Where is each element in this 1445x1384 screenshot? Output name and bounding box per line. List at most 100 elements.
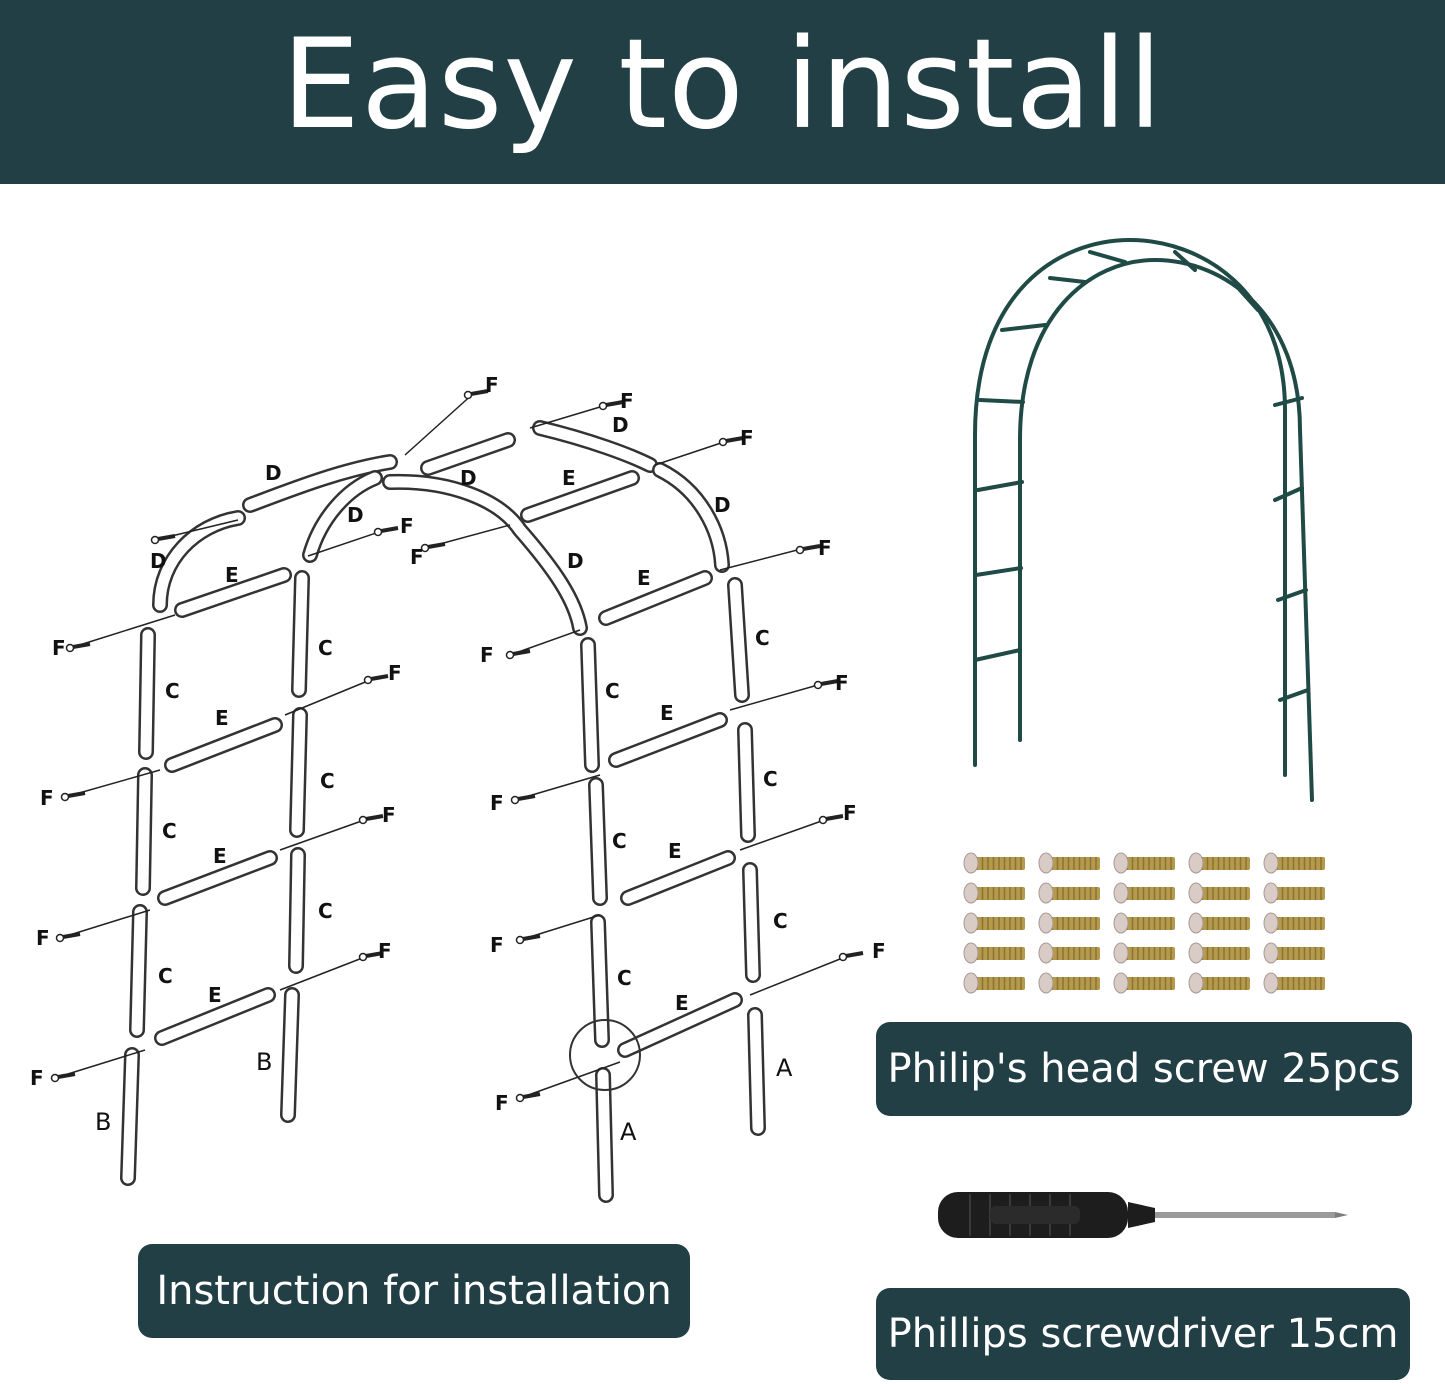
part-label-f: F: [388, 661, 402, 685]
part-label-c: C: [773, 909, 788, 933]
arch-segment-d: [532, 420, 658, 473]
part-label-f: F: [740, 426, 754, 450]
crossbar-e: [598, 570, 713, 626]
crossbar-e: [154, 987, 276, 1046]
part-label-c: C: [162, 819, 177, 843]
screw-icon: [1263, 942, 1325, 964]
part-label-f: F: [490, 791, 504, 815]
tube-c: [289, 707, 308, 838]
screw-icon: [373, 526, 399, 537]
arch-segment-d: [242, 454, 398, 513]
caption-screwdriver: Phillips screwdriver 15cm: [876, 1288, 1410, 1380]
part-label-d: D: [460, 466, 477, 490]
tube-c: [129, 904, 148, 1038]
arch-segment-d: [652, 462, 730, 573]
arch-segment-d: [152, 510, 246, 613]
part-label-d: D: [265, 461, 282, 485]
part-label-e: E: [562, 466, 576, 490]
screw-icon: [463, 389, 489, 400]
screw-icon: [1113, 972, 1175, 994]
part-label-d: D: [150, 549, 167, 573]
screw-icon: [1113, 852, 1175, 874]
caption-instruction: Instruction for installation: [138, 1244, 690, 1338]
tube-c: [590, 914, 610, 1048]
screw-icon: [963, 942, 1025, 964]
screw-icon: [1263, 882, 1325, 904]
screw-icon: [1038, 942, 1100, 964]
part-label-f: F: [40, 786, 54, 810]
screw-icon: [963, 912, 1025, 934]
part-label-f: F: [480, 643, 494, 667]
crossbar-e: [164, 717, 283, 773]
part-label-c: C: [605, 679, 620, 703]
screws-image: [963, 852, 1325, 994]
screw-icon: [1113, 912, 1175, 934]
screw-icon: [60, 791, 86, 802]
part-label-b: B: [256, 1048, 272, 1076]
tube-b: [280, 987, 300, 1123]
screw-icon: [795, 544, 821, 555]
part-label-e: E: [668, 839, 682, 863]
page-title: Easy to install: [281, 13, 1164, 157]
part-label-f: F: [382, 803, 396, 827]
header-banner: Easy to install: [0, 0, 1445, 184]
detail-circle: [569, 1019, 641, 1091]
part-label-f: F: [620, 389, 634, 413]
tube-c: [138, 627, 156, 760]
screw-icon: [1113, 882, 1175, 904]
part-label-c: C: [318, 899, 333, 923]
screw-icon: [50, 1072, 76, 1083]
tube-c: [727, 577, 750, 703]
screw-icon: [1038, 882, 1100, 904]
part-label-f: F: [30, 1066, 44, 1090]
part-label-a: A: [776, 1054, 793, 1082]
part-label-d: D: [347, 503, 364, 527]
tube-c: [742, 862, 761, 983]
screw-icon: [510, 794, 536, 805]
arch-icon: [973, 237, 1314, 802]
screw-icon: [150, 534, 176, 545]
screw-icon: [420, 542, 446, 553]
part-label-f: F: [843, 801, 857, 825]
part-label-d: D: [567, 549, 584, 573]
part-label-f: F: [52, 636, 66, 660]
arch-segment-d: [302, 470, 383, 563]
screw-icon: [838, 951, 864, 962]
tube-c: [737, 722, 756, 843]
part-label-c: C: [612, 829, 627, 853]
part-label-e: E: [637, 566, 651, 590]
part-label-d: D: [714, 493, 731, 517]
part-label-c: C: [165, 679, 180, 703]
caption-screws-text: Philip's head screw 25pcs: [887, 1046, 1401, 1092]
tube-c: [291, 570, 310, 698]
part-label-e: E: [225, 563, 239, 587]
crossbar-e: [157, 850, 278, 906]
part-label-e: E: [215, 706, 229, 730]
screw-icon: [1188, 912, 1250, 934]
crossbar-e: [174, 567, 292, 618]
caption-screwdriver-text: Phillips screwdriver 15cm: [887, 1311, 1399, 1357]
tube-a: [747, 1007, 766, 1136]
part-label-f: F: [378, 939, 392, 963]
part-label-f: F: [400, 514, 414, 538]
crossbar-e: [617, 992, 743, 1058]
caption-instruction-text: Instruction for installation: [156, 1268, 672, 1314]
screw-icon: [1038, 852, 1100, 874]
part-label-f: F: [818, 536, 832, 560]
tube-c: [288, 847, 306, 974]
part-label-c: C: [763, 767, 778, 791]
screw-icon: [515, 934, 541, 945]
caption-screws: Philip's head screw 25pcs: [876, 1022, 1412, 1116]
part-label-c: C: [755, 626, 770, 650]
part-label-b: B: [95, 1108, 111, 1136]
screw-icon: [1038, 972, 1100, 994]
tube-c: [588, 777, 608, 906]
part-label-f: F: [495, 1091, 509, 1115]
screw-icon: [515, 1092, 541, 1103]
tube-c: [580, 637, 600, 773]
screwdriver-icon: [938, 1192, 1348, 1238]
screw-icon: [963, 972, 1025, 994]
part-label-f: F: [872, 939, 886, 963]
screw-icon: [1188, 882, 1250, 904]
